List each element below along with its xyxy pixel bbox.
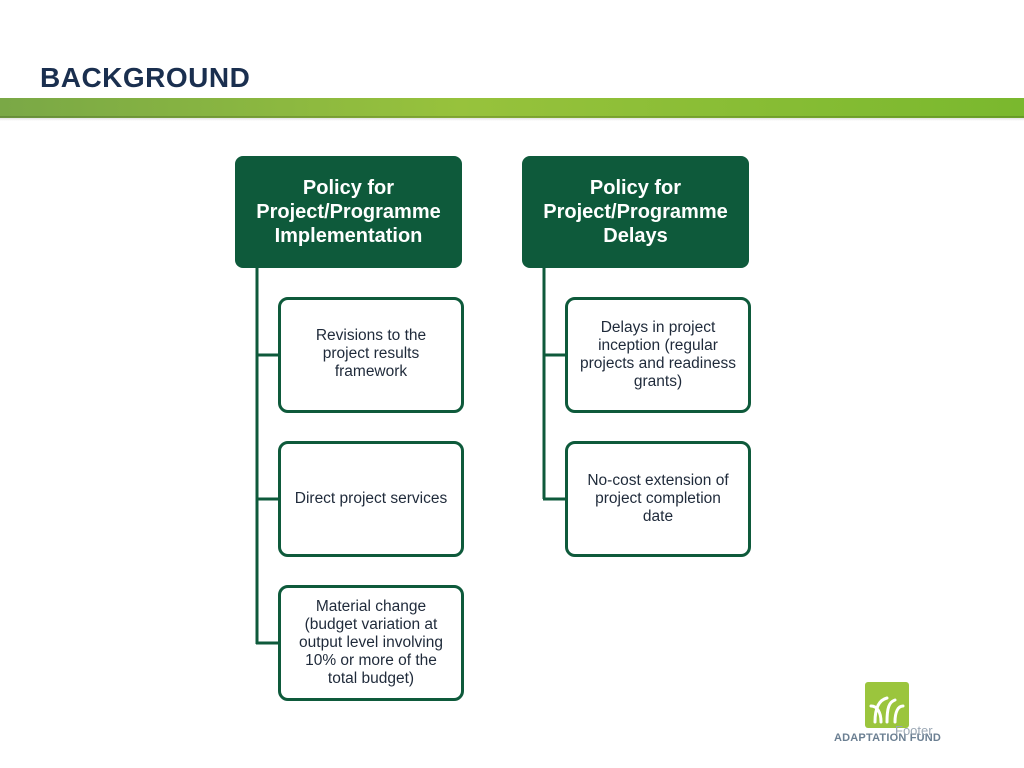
adaptation-fund-logo: ADAPTATION FUND (830, 680, 942, 748)
footer-text: Footer (895, 723, 933, 738)
title-underline-bar (0, 98, 1024, 118)
slide-title: BACKGROUND (40, 62, 251, 93)
title-bar-shadow (0, 116, 1024, 121)
fountain-logo-icon (865, 682, 909, 728)
policy-implementation-title: Policy for Project/Programme Implementat… (256, 177, 441, 247)
item-direct-project-services: Direct project services (278, 441, 464, 557)
policy-delays-title: Policy for Project/Programme Delays (543, 177, 728, 247)
item-material-change: Material change (budget variation at out… (278, 585, 464, 701)
item-label: Material change (budget variation at out… (299, 598, 443, 687)
policy-implementation-box: Policy for Project/Programme Implementat… (235, 156, 462, 268)
logo-wordmark: ADAPTATION FUND (834, 732, 942, 744)
item-no-cost-extension: No-cost extension of project completion … (565, 441, 751, 557)
item-label: Delays in project inception (regular pro… (580, 319, 736, 390)
item-label: Direct project services (294, 490, 448, 507)
item-revisions-results-framework: Revisions to the project results framewo… (278, 297, 464, 413)
item-label: Revisions to the project results framewo… (315, 327, 427, 380)
item-label: No-cost extension of project completion … (587, 472, 729, 525)
policy-delays-box: Policy for Project/Programme Delays (522, 156, 749, 268)
item-delays-in-inception: Delays in project inception (regular pro… (565, 297, 751, 413)
